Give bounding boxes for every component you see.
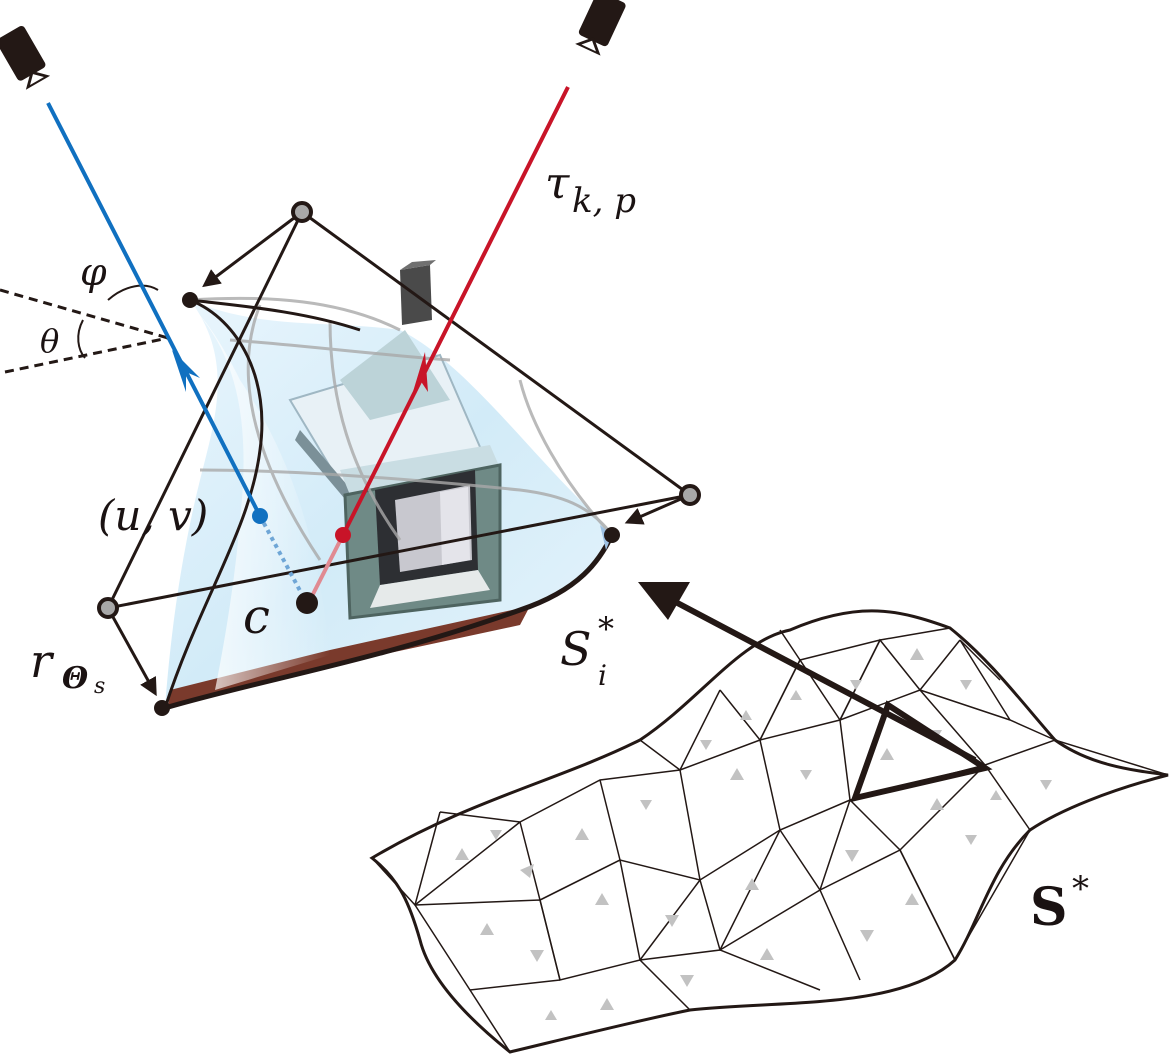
svg-text:τ: τ: [545, 158, 570, 209]
angle-reference: [0, 284, 169, 374]
svg-text:s: s: [94, 674, 105, 699]
red-ray: [308, 86, 570, 601]
camera-icon-left: [0, 26, 51, 90]
blue-ray-point-uv: [252, 508, 268, 524]
svg-text:S: S: [560, 622, 592, 676]
svg-text:S: S: [1030, 877, 1068, 938]
label-s-i-star: S * i: [560, 610, 614, 692]
house-illustration: [168, 260, 530, 708]
svg-text:*: *: [598, 610, 614, 648]
mesh-outline: [369, 609, 1169, 1054]
patch-corner-top: [182, 292, 198, 308]
patch-corner-right: [604, 527, 620, 543]
mesh-face-markers: [455, 648, 1052, 1020]
label-tau-kp: τ k, p: [545, 158, 636, 221]
svg-text:r: r: [30, 634, 55, 688]
point-c: [296, 592, 318, 614]
label-phi: φ: [80, 250, 107, 294]
curved-patch: [163, 260, 615, 711]
svg-text:i: i: [598, 659, 607, 692]
label-theta: θ: [40, 322, 59, 360]
label-s-star: S *: [1030, 869, 1089, 938]
control-point-top: [291, 201, 313, 223]
patch-gridlines: [189, 296, 614, 561]
label-c: c: [243, 589, 270, 645]
patch-corner-bottom: [154, 700, 170, 716]
svg-text:*: *: [1072, 869, 1089, 909]
mapping-arrow: [638, 582, 977, 763]
svg-text:k, p: k, p: [572, 181, 636, 221]
svg-text:Θ: Θ: [62, 661, 88, 696]
camera-icon-right: [575, 0, 626, 56]
label-r-theta-s: r Θ s: [30, 634, 105, 699]
control-point-right: [679, 484, 701, 506]
control-points: [97, 201, 701, 716]
mesh-surface: [369, 609, 1169, 1054]
control-point-left: [97, 597, 119, 619]
red-ray-point: [335, 527, 351, 543]
label-uv: (u, v): [98, 491, 208, 540]
patch-boundary: [163, 298, 264, 709]
blue-ray: [46, 102, 307, 601]
